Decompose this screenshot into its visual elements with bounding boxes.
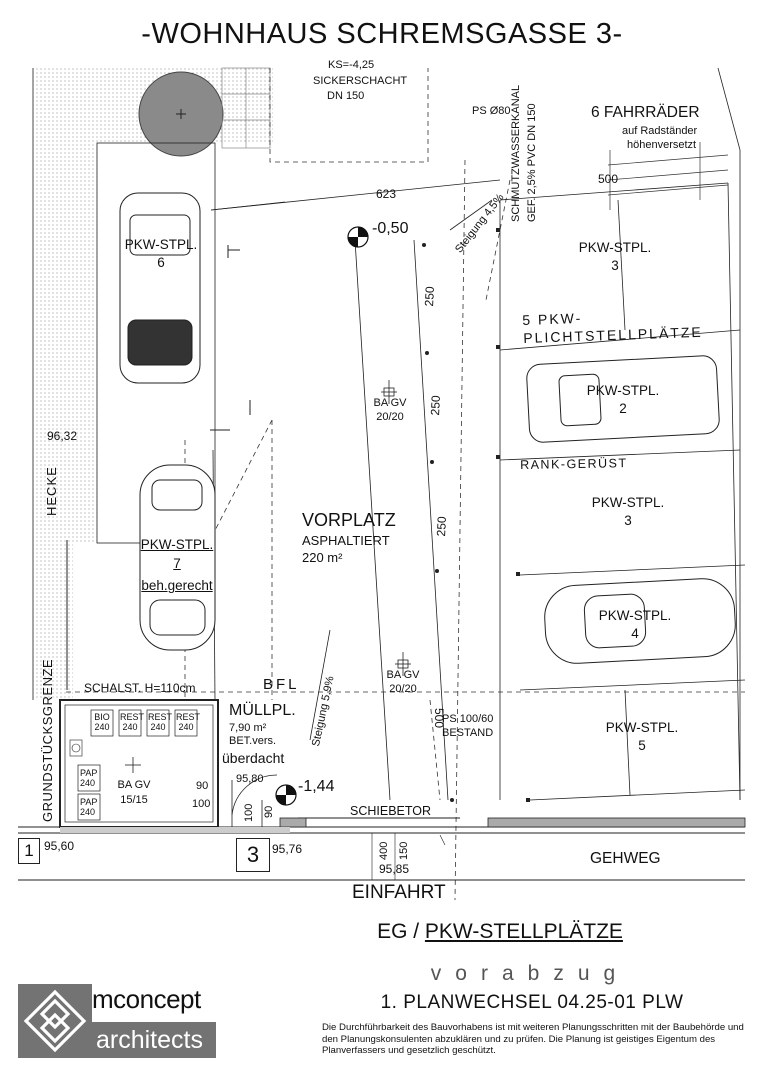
ba-gv3-b: 15/15 [120, 794, 148, 806]
dim-100-vertical: 100 [243, 803, 255, 822]
ps80-label: PS Ø80 [472, 105, 511, 117]
car-7 [139, 464, 216, 651]
plicht-label-1: 5 PKW- [522, 309, 583, 328]
pkw7-note: beh.gerecht [141, 578, 213, 593]
level-144: -1,44 [298, 778, 335, 795]
dim-90: 90 [196, 780, 209, 792]
ba-gv2-a: BA GV [386, 669, 420, 681]
hecke-label: HECKE [44, 466, 59, 516]
vorplatz-label: VORPLATZ [302, 510, 396, 530]
level-9560: 95,60 [44, 839, 75, 853]
pkw4-num: 4 [631, 626, 639, 641]
waste-bin-3: REST 240 [148, 712, 173, 732]
pkw3b-label: PKW-STPL. [591, 495, 665, 510]
dim-250-c: 250 [434, 515, 450, 537]
logo-bottom: architects [96, 1026, 203, 1054]
asphaltiert-label: ASPHALTIERT [302, 533, 390, 548]
vorabzug-label: vorabzug [430, 962, 630, 985]
ks-label: KS=-4,25 [328, 59, 375, 71]
pkw5-label: PKW-STPL. [605, 720, 679, 735]
dim-100: 100 [192, 798, 211, 810]
pap-bin-2: PAP 240 [80, 797, 98, 817]
pkw5-num: 5 [638, 738, 646, 753]
tree-symbol [138, 71, 224, 157]
rank-geruest-label: RANK-GERÜST [520, 456, 628, 472]
level-9580: 95,80 [236, 773, 264, 785]
pkw3a-label: PKW-STPL. [578, 240, 652, 255]
grundstuecksgrenze-label: GRUNDSTÜCKSGRENZE [40, 658, 55, 822]
level-marker-top [347, 226, 369, 248]
logo-top: mconcept [92, 984, 201, 1014]
plan-title: -WOHNHAUS SCHREMSGASSE 3- [141, 18, 623, 50]
level-marker-bottom [275, 784, 297, 806]
sickerschacht-label: SICKERSCHACHT [313, 75, 408, 87]
level-9576: 95,76 [272, 842, 303, 856]
pkw6-num: 6 [157, 255, 165, 270]
car-2 [526, 355, 720, 443]
pkw7-label: PKW-STPL. [140, 537, 214, 552]
pkw2-label: PKW-STPL. [586, 383, 660, 398]
logo-text-top: mconcept [92, 984, 216, 1014]
logo-mark [18, 984, 92, 1058]
schalst-label: SCHALST. H=110cm [84, 681, 196, 695]
section-marker-3: 3 [236, 838, 270, 872]
pkw2-num: 2 [619, 401, 627, 416]
level-9585: 95,85 [379, 862, 410, 876]
ps100-bestand: BESTAND [442, 727, 494, 739]
dim-623: 623 [376, 187, 397, 201]
planwechsel-label: 1. PLANWECHSEL 04.25-01 PLW [380, 992, 684, 1013]
pkw3b-num: 3 [624, 513, 632, 528]
schiebetor-label: SCHIEBETOR [350, 804, 432, 818]
schmutzwasser-label-2: GEF. 2,5% PVC DN 150 [526, 103, 538, 222]
ba-gv2-b: 20/20 [389, 683, 417, 695]
height-9632: 96,32 [47, 429, 78, 443]
pkw7-num: 7 [173, 556, 181, 571]
sheet-title-main: PKW-STELLPLÄTZE [424, 920, 623, 943]
bfl-label: BFL [263, 676, 300, 693]
dim-400: 400 [378, 841, 390, 860]
sheet-title: EG / PKW-STELLPLÄTZE [0, 920, 764, 944]
waste-bin-4: REST 240 [176, 712, 201, 732]
muellpl-ueberdacht: überdacht [222, 750, 285, 766]
pkw4-label: PKW-STPL. [598, 608, 672, 623]
dim-150: 150 [398, 841, 410, 860]
logo-text-bottom: architects [92, 1022, 216, 1058]
ba-gv3-a: BA GV [117, 779, 151, 791]
garden-area-2 [73, 143, 97, 543]
ba-gv1-a: BA GV [373, 397, 407, 409]
radstaender-label: auf Radständer [622, 125, 698, 137]
muellpl-area: 7,90 m² [229, 722, 267, 734]
level-050: -0,50 [372, 220, 409, 237]
disclaimer-text: Die Durchführbarkeit des Bauvorhabens is… [322, 1022, 744, 1056]
logo-icon [23, 989, 87, 1053]
hedge-strip [33, 68, 73, 700]
dim-250-a: 250 [422, 285, 438, 307]
dim-500-top: 500 [598, 172, 619, 186]
waste-bin-2: REST 240 [120, 712, 145, 732]
sheet-title-prefix: EG / [377, 920, 425, 943]
pkw6-label: PKW-STPL. [124, 237, 198, 252]
muellpl-bet: BET.vers. [229, 735, 277, 747]
pap-bin-1: PAP 240 [80, 768, 98, 788]
schmutzwasser-label-1: SCHMUTZWASSERKANAL [510, 84, 522, 222]
muellpl-label: MÜLLPL. [229, 702, 296, 719]
gehweg-label: GEHWEG [590, 850, 661, 867]
waste-bin-1: BIO 240 [94, 712, 110, 732]
section-marker-1: 1 [18, 838, 40, 864]
fahrraeder-label: 6 FAHRRÄDER [591, 104, 700, 121]
car-4 [544, 578, 736, 664]
ba-gv1-b: 20/20 [376, 411, 404, 423]
wall-segment [487, 817, 746, 828]
hoehenversetzt-label: höhenversetzt [627, 139, 697, 151]
area-220: 220 m² [302, 550, 343, 565]
car-6 [119, 192, 201, 384]
dim-90-vertical: 90 [263, 805, 275, 818]
ps100-label: PS 100/60 [442, 713, 494, 725]
bicycle-racks [607, 142, 729, 210]
pkw3a-num: 3 [611, 258, 619, 273]
dim-250-b: 250 [428, 394, 444, 416]
dn150-label: DN 150 [327, 90, 365, 102]
einfahrt-label: EINFAHRT [352, 882, 446, 903]
